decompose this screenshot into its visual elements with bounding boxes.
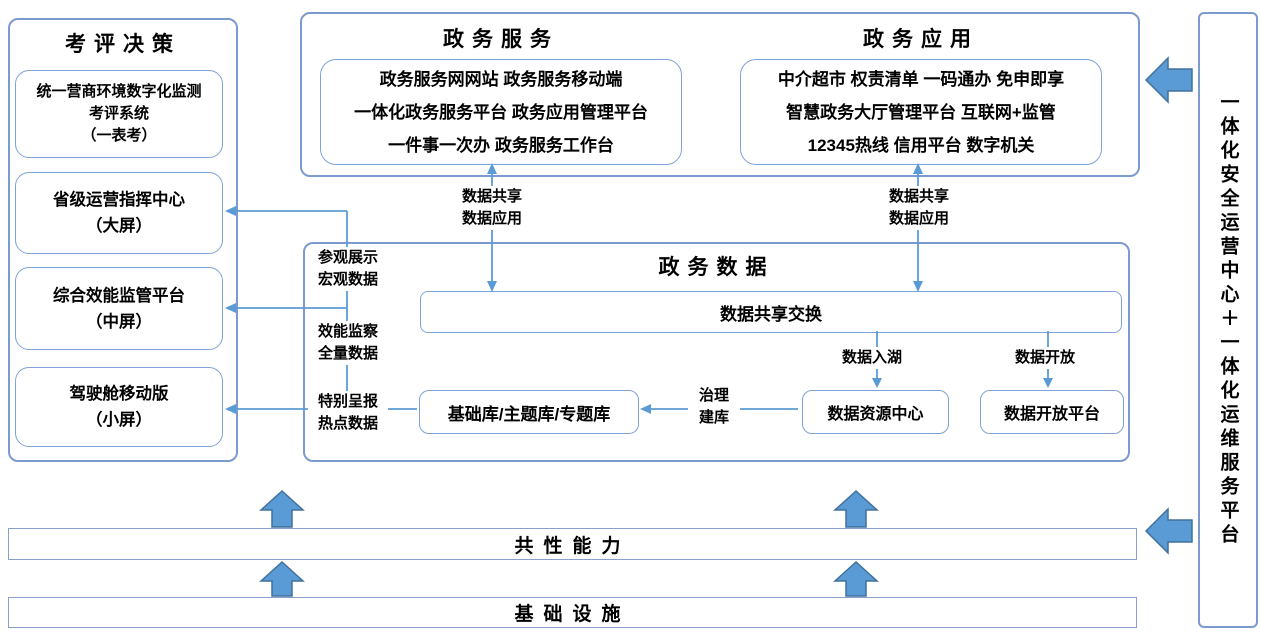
label-efficiency-monitor: 效能监察 全量数据 (308, 321, 388, 365)
gov-service-title: 政务服务 (443, 28, 559, 51)
label-govern-build: 治理 建库 (688, 385, 740, 429)
provincial-command-center-box: 省级运营指挥中心 （大屏） (15, 172, 223, 254)
security-ops-panel: 一体化安全运营中心＋一体化运维服务平台 (1198, 12, 1258, 628)
block-arrow-left-top (1144, 56, 1193, 104)
security-ops-title: 一体化安全运营中心＋一体化运维服务平台 (1217, 92, 1239, 548)
block-arrow-up-left-1 (259, 489, 305, 528)
efficiency-supervision-box: 综合效能监管平台 （中屏） (15, 267, 223, 350)
data-resource-center-box: 数据资源中心 (802, 390, 949, 434)
evaluation-decision-title: 考评决策 (65, 33, 181, 56)
gov-data-title: 政务数据 (658, 256, 775, 279)
label-share-apply-right: 数据共享 数据应用 (879, 186, 959, 230)
gov-service-items-box: 政务服务网网站 政务服务移动端 一体化政务服务平台 政务应用管理平台 一件事一次… (320, 59, 682, 165)
infrastructure-bar: 基础设施 (8, 597, 1137, 628)
block-arrow-up-right-1 (833, 489, 879, 528)
data-open-platform-box: 数据开放平台 (980, 390, 1124, 434)
gov-data-panel: 政务数据 数据共享交换 基础库/主题库/专题库 数据资源中心 数据开放平台 (303, 242, 1130, 462)
block-arrow-up-right-2 (833, 560, 879, 597)
label-share-apply-left: 数据共享 数据应用 (452, 186, 532, 230)
unified-business-env-box: 统一营商环境数字化监测 考评系统 （一表考） (15, 70, 223, 158)
label-visit-display: 参观展示 宏观数据 (308, 247, 388, 291)
gov-application-title: 政务应用 (863, 28, 979, 51)
gov-application-items-box: 中介超市 权责清单 一码通办 免申即享 智慧政务大厅管理平台 互联网+监管 12… (740, 59, 1102, 165)
label-data-lake: 数据入湖 (832, 347, 912, 369)
evaluation-decision-panel: 考评决策 统一营商环境数字化监测 考评系统 （一表考） 省级运营指挥中心 （大屏… (8, 18, 238, 462)
label-data-open: 数据开放 (1005, 347, 1085, 369)
service-application-panel: 政务服务 政务应用 政务服务网网站 政务服务移动端 一体化政务服务平台 政务应用… (300, 12, 1140, 177)
base-theme-db-box: 基础库/主题库/专题库 (419, 390, 639, 434)
common-capability-bar: 共性能力 (8, 528, 1137, 560)
label-special-report: 特别呈报 热点数据 (308, 391, 388, 435)
block-arrow-left-bottom (1144, 507, 1193, 555)
block-arrow-up-left-2 (259, 560, 305, 597)
data-exchange-bar: 数据共享交换 (420, 291, 1122, 333)
cockpit-mobile-box: 驾驶舱移动版 （小屏） (15, 367, 223, 447)
